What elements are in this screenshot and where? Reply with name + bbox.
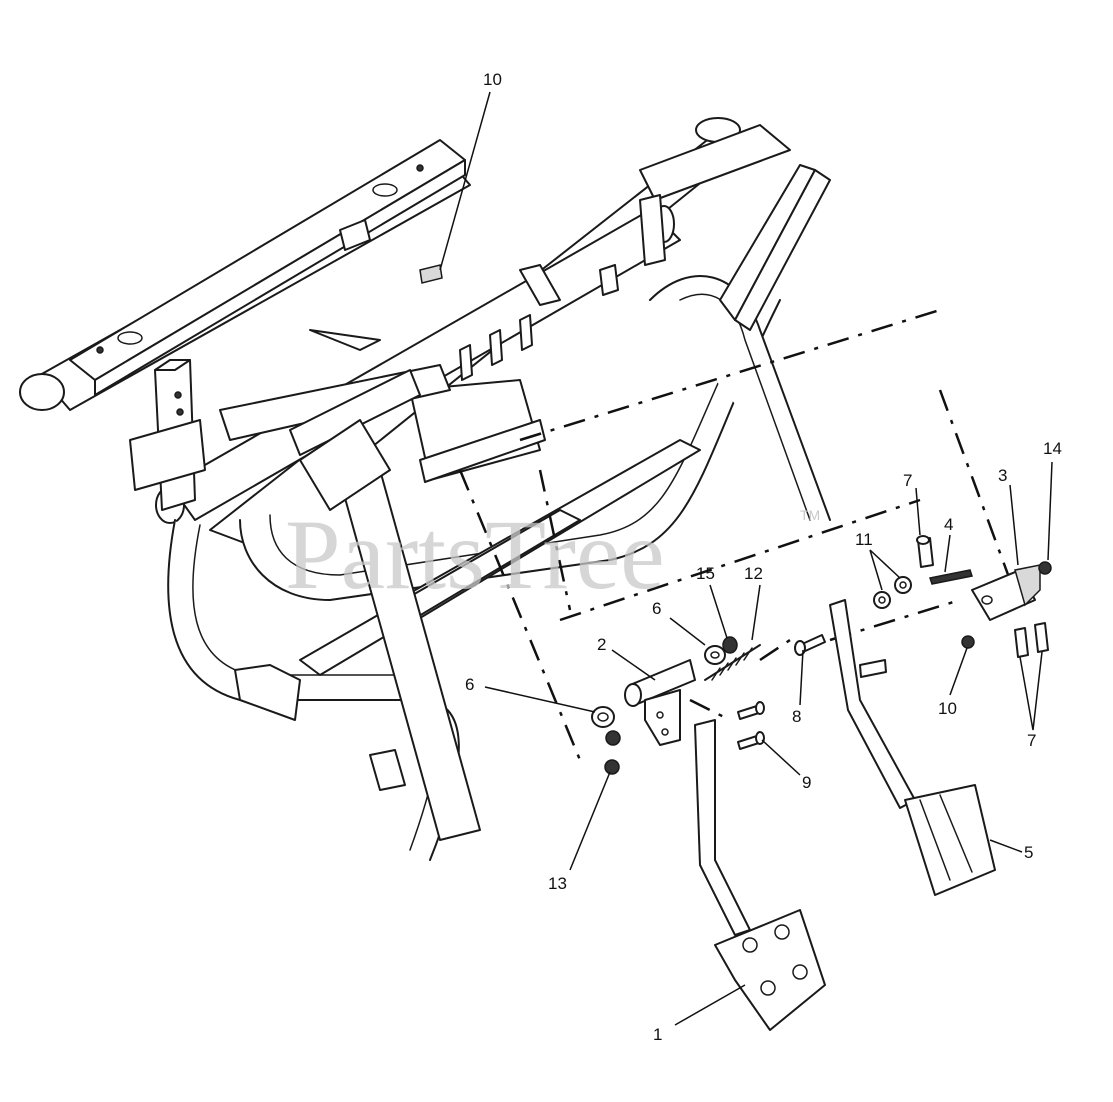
callout-7: 7 <box>903 471 912 490</box>
plate-part <box>929 569 973 585</box>
leader-lines <box>439 91 1053 1026</box>
callout-6: 6 <box>465 675 474 694</box>
spring-part <box>704 644 761 681</box>
flange-nut-parts <box>873 576 912 609</box>
callout-12: 12 <box>744 564 763 583</box>
frame-assembly <box>19 117 831 861</box>
locknut-part <box>1038 561 1052 575</box>
callout-3: 3 <box>998 466 1007 485</box>
callout-7: 7 <box>1027 731 1036 750</box>
pivot-bracket-part <box>624 659 696 746</box>
bushing-parts <box>591 645 726 728</box>
callout-labels: 10 7 3 14 11 4 15 12 6 2 6 8 10 7 9 13 5… <box>465 70 1062 1044</box>
drive-pedal-part <box>829 599 996 896</box>
callout-8: 8 <box>792 707 801 726</box>
callout-2: 2 <box>597 635 606 654</box>
callout-1: 1 <box>653 1025 662 1044</box>
callout-13: 13 <box>548 874 567 893</box>
nut-lower-part <box>961 635 975 649</box>
bolt-parts <box>737 701 765 750</box>
brake-pedal-part <box>694 719 826 1031</box>
callout-10: 10 <box>483 70 502 89</box>
callout-15: 15 <box>696 564 715 583</box>
watermark: PartsTree TM <box>285 499 820 610</box>
callout-4: 4 <box>944 515 953 534</box>
callout-14: 14 <box>1043 439 1062 458</box>
callout-9: 9 <box>802 773 811 792</box>
assembly-centerlines <box>458 308 1012 761</box>
washer-part <box>722 636 738 654</box>
callout-5: 5 <box>1024 843 1033 862</box>
pivot-bolt-part <box>794 634 826 656</box>
nut-parts <box>604 730 621 775</box>
pivot-block-part <box>971 564 1041 621</box>
callout-10: 10 <box>938 699 957 718</box>
screw-parts <box>916 535 1049 658</box>
callout-6: 6 <box>652 599 661 618</box>
trademark-mark: TM <box>800 507 820 523</box>
callout-11: 11 <box>855 530 873 549</box>
watermark-text: PartsTree <box>285 499 665 610</box>
